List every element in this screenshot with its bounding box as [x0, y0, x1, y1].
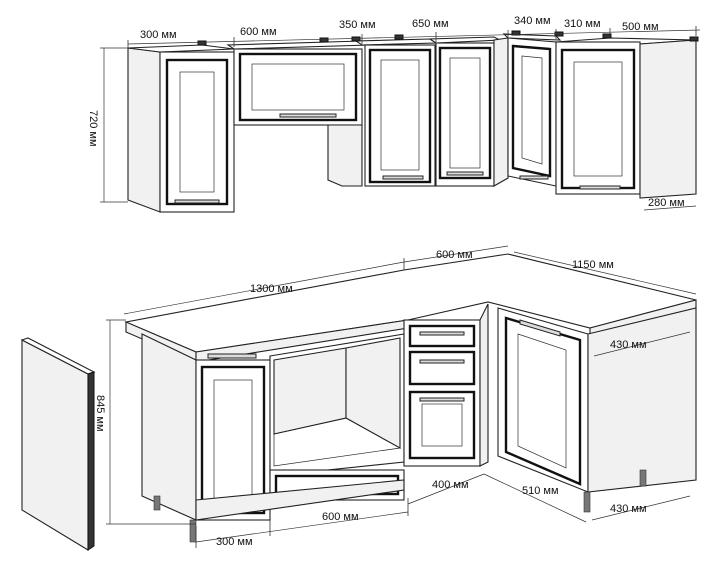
upper-cabinet-500: [555, 37, 697, 199]
dim-upper-600: 600 мм: [240, 26, 277, 38]
upper-corner-cabinet: [502, 33, 562, 187]
lower-dimension-lines: [106, 245, 697, 548]
dim-lower-510: 510 мм: [522, 485, 559, 497]
upper-cabinet-350: [354, 38, 438, 187]
oven-niche: [269, 333, 405, 501]
dim-lower-600-top: 600 мм: [436, 249, 473, 261]
dim-lower-600-bottom: 600 мм: [322, 511, 359, 523]
dim-lower-1300: 1300 мм: [250, 283, 293, 295]
lower-cabinets: [124, 253, 697, 543]
dim-upper-340: 340 мм: [514, 15, 551, 27]
upper-cabinet-300: [127, 44, 235, 213]
upper-corner-filler: [493, 37, 509, 187]
lower-left-side: [141, 333, 197, 521]
dim-lower-1150: 1150 мм: [572, 259, 614, 271]
dim-upper-650: 650 мм: [412, 18, 449, 30]
dim-lower-300: 300 мм: [216, 536, 253, 548]
mounting-brackets: [197, 30, 699, 46]
upper-dimension-lines: [100, 26, 701, 211]
lower-plinth: [195, 479, 405, 521]
upper-cabinets: [127, 30, 699, 213]
dim-lower-430-side: 430 мм: [610, 339, 647, 351]
dim-upper-500: 500 мм: [622, 21, 659, 33]
dim-lower-400: 400 мм: [432, 479, 469, 491]
lower-corner-cabinet: [479, 303, 697, 493]
dim-upper-350: 350 мм: [339, 19, 376, 31]
upper-cabinet-650: [428, 36, 503, 187]
loose-side-panel: [20, 337, 96, 551]
lower-drawer-cabinet: [403, 319, 481, 467]
lower-cabinet-300: [195, 353, 271, 521]
dim-lower-430-depth: 430 мм: [610, 503, 647, 515]
dim-upper-310: 310 мм: [564, 18, 601, 30]
dim-upper-depth: 280 мм: [648, 197, 685, 209]
upper-open-corner: [327, 124, 363, 187]
dim-lower-height: 845 мм: [94, 395, 106, 432]
dim-upper-300: 300 мм: [140, 29, 177, 41]
upper-cabinet-600: [226, 40, 371, 126]
dim-upper-height: 720 мм: [87, 110, 99, 147]
